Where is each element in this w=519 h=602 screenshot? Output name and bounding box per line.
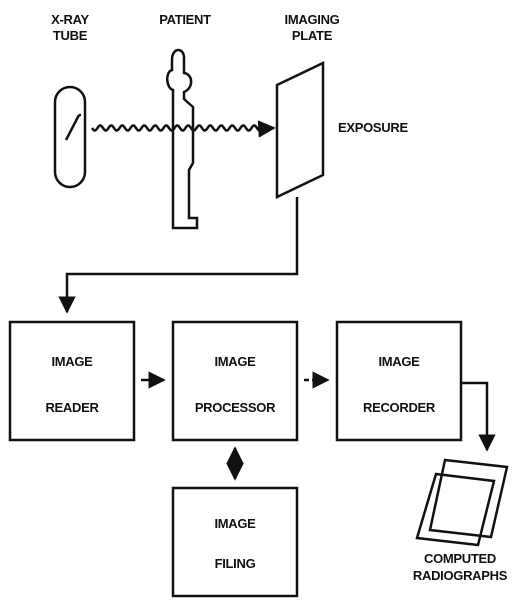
recorder-to-radiographs-arrow (462, 383, 487, 450)
computed-radiographs-label-line1: COMPUTED (424, 551, 496, 566)
image-processor-label-line2: PROCESSOR (195, 400, 276, 415)
image-recorder-box: IMAGE RECORDER (337, 322, 461, 440)
xray-beam-wave (92, 125, 274, 130)
imaging-plate-icon (277, 63, 323, 197)
xray-tube-label-line2: TUBE (53, 28, 88, 43)
image-recorder-label-line2: RECORDER (363, 400, 436, 415)
image-recorder-label-line1: IMAGE (378, 354, 420, 369)
image-reader-label-line1: IMAGE (51, 354, 93, 369)
xray-tube-icon (55, 87, 85, 187)
image-filing-box: IMAGE FILING (173, 488, 297, 596)
imaging-plate-label-line1: IMAGING (285, 12, 340, 27)
imaging-plate-label-line2: PLATE (292, 28, 333, 43)
xray-tube-label-line1: X-RAY (51, 12, 89, 27)
image-filing-label-line1: IMAGE (214, 516, 256, 531)
patient-label: PATIENT (159, 12, 211, 27)
computed-radiographs-icon (417, 460, 507, 545)
exposure-label: EXPOSURE (338, 120, 408, 135)
plate-to-reader-arrow (67, 197, 297, 312)
image-processor-box: IMAGE PROCESSOR (173, 322, 297, 440)
computed-radiographs-label-line2: RADIOGRAPHS (413, 568, 508, 583)
patient-silhouette-icon (167, 50, 197, 228)
image-filing-label-line2: FILING (215, 556, 256, 571)
image-reader-box: IMAGE READER (10, 322, 134, 440)
image-reader-label-line2: READER (45, 400, 99, 415)
image-processor-label-line1: IMAGE (214, 354, 256, 369)
